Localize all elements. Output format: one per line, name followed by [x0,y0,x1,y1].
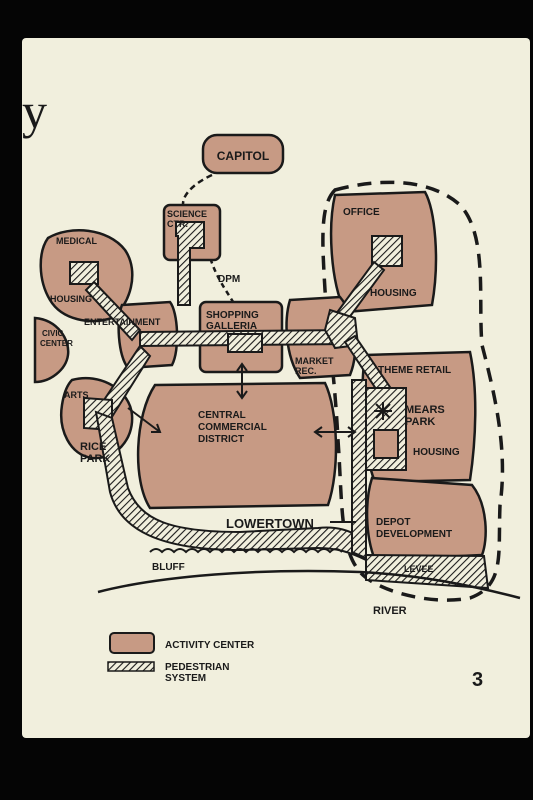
legend-activity-label: ACTIVITY CENTER [165,640,255,651]
label-entertainment: ENTERTAINMENT [84,317,161,327]
legend-pedestrian-swatch [107,661,155,672]
title-fragment: y [22,83,47,139]
label-housing-south: HOUSING [413,447,460,458]
arrow-central-east [313,426,357,438]
label-shopping-2: GALLERIA [206,321,257,332]
legend: ACTIVITY CENTER PEDESTRIAN SYSTEM [107,632,255,684]
central-commercial-block [136,381,338,510]
label-central-1: CENTRAL [198,410,246,421]
pedestrian-mears-court [373,429,399,459]
label-arts: ARTS [64,390,89,400]
label-mears-2: PARK [405,416,435,428]
pedestrian-galleria-node [227,333,263,353]
label-market-1: MARKET [295,356,334,366]
label-depot-1: DEPOT [376,517,410,528]
label-levee: LEVEE [404,564,434,574]
pedestrian-east-spine [351,379,367,560]
pedestrian-medical-node [69,261,99,285]
label-housing-west: HOUSING [50,294,92,304]
pedestrian-system [69,221,490,590]
label-rice-2: PARK [80,453,110,465]
label-civic-2: CENTER [40,339,73,348]
dashed-connector-capitol [181,173,213,211]
civic-center-block [33,316,70,384]
pedestrian-office-node [371,235,403,267]
label-theme-retail: THEME RETAIL [378,365,451,376]
label-central-2: COMMERCIAL [198,422,267,433]
arrow-galleria-central [236,362,248,400]
capitol-block [201,133,285,175]
label-dpm: DPM [218,274,240,285]
label-civic-1: CIVIC [42,329,64,338]
pedestrian-science-spur [175,221,205,306]
label-market-2: REC. [295,366,317,376]
map-labels: CAPITOL SCIENCE CTR. MEDICAL HOUSING ENT… [40,149,460,617]
label-mears-1: MEARS [405,404,445,416]
label-bluff: BLUFF [152,562,185,573]
east-district-boundary [321,180,505,602]
label-science-2: CTR. [167,219,188,229]
label-shopping-1: SHOPPING [206,310,259,321]
label-rice-1: RICE [80,441,106,453]
circulation-arrows [127,362,357,523]
bluff-edge [149,548,343,554]
label-medical: MEDICAL [56,236,97,246]
mears-park-asterisk-icon [374,402,392,420]
label-science-1: SCIENCE [167,209,207,219]
page-number: 3 [472,669,483,691]
label-river: RIVER [373,605,407,617]
pedestrian-medical-link [84,280,142,342]
arrow-rice-central [127,407,162,433]
label-depot-2: DEVELOPMENT [376,529,452,540]
label-housing-east: HOUSING [370,288,417,299]
river-line [97,569,521,600]
label-lowertown: LOWERTOWN [226,516,314,531]
legend-pedestrian-label-1: PEDESTRIAN [165,662,229,673]
legend-activity-swatch [109,632,155,654]
label-central-3: DISTRICT [198,434,244,445]
label-capitol: CAPITOL [217,149,269,163]
label-office: OFFICE [343,207,380,218]
legend-pedestrian-label-2: SYSTEM [165,673,206,684]
